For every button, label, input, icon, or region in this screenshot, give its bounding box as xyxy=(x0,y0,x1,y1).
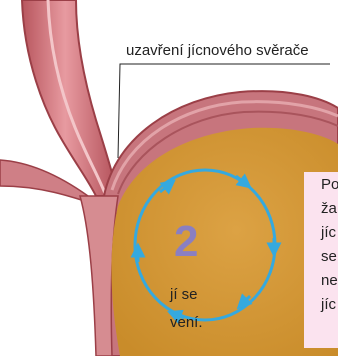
side-note-line-1: Po xyxy=(321,176,338,193)
callout-label: uzavření jícnového svěrače xyxy=(126,42,309,59)
side-note-line-5: ne xyxy=(321,272,338,289)
esophagus xyxy=(22,0,118,196)
left-text-line-1: jí se xyxy=(170,286,198,303)
side-note-line-4: se xyxy=(321,248,337,265)
side-note-line-6: jíc xyxy=(321,296,336,313)
side-note-line-3: jíc xyxy=(321,224,336,241)
left-text-line-2: vení. xyxy=(170,314,203,331)
step-number: 2 xyxy=(174,217,198,267)
side-note-line-2: ža xyxy=(321,200,337,217)
